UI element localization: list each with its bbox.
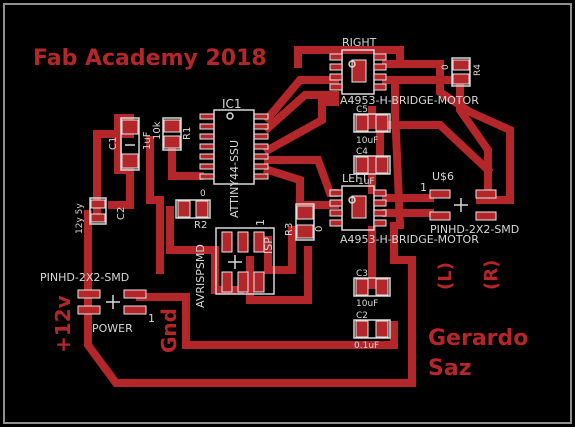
trace-left-motor-in2 xyxy=(262,164,339,209)
ic1-ref-label: IC1 xyxy=(222,97,242,111)
c4-value-label: 1uF xyxy=(358,177,375,187)
gnd-label: Gnd xyxy=(157,308,181,353)
r2-value-label: 0 xyxy=(200,189,206,199)
isp-pin1-label: 1 xyxy=(254,219,267,226)
resistor-r3: R3 0 xyxy=(284,203,325,241)
isp-header: ISP 1 AVRISPSMD xyxy=(194,219,275,308)
motor-driver-left: LEFT A4953-H-BRIDGE-MOTOR xyxy=(329,172,479,246)
board-outline xyxy=(3,3,572,424)
motor-connector-u6: U$6 1 PINHD-2X2-SMD xyxy=(420,170,519,236)
c3-value-label: 10uF xyxy=(356,299,378,309)
ic1-attiny44: IC1 ATTINY44-SSU xyxy=(199,97,269,218)
resistor-r4: R4 0 xyxy=(441,57,483,87)
trace-right-motor-in1 xyxy=(262,76,339,124)
u6-ref-label: U$6 xyxy=(432,170,454,183)
u6-value-label: PINHD-2X2-SMD xyxy=(430,223,519,236)
motor-left-value-label: A4953-H-BRIDGE-MOTOR xyxy=(340,233,479,246)
capacitor-c5: C5 10uF xyxy=(353,105,391,146)
r4-value-label: 0 xyxy=(441,64,451,70)
motor-driver-right: RIGHT A4953-H-BRIDGE-MOTOR xyxy=(329,36,479,107)
resistor-r2: 0 R2 xyxy=(175,189,211,231)
trace-right-motor-in3 xyxy=(262,98,339,156)
trace-vcc-up xyxy=(146,136,164,274)
motor-right-value-label: A4953-H-BRIDGE-MOTOR xyxy=(340,94,479,107)
trace-right-motor-in2 xyxy=(262,91,339,134)
trace-ground-loop xyxy=(84,210,416,387)
r1-value-label: 10k xyxy=(152,121,163,140)
trace-motor-right-out2 xyxy=(382,76,492,194)
ic1-pin1-marker xyxy=(226,112,234,120)
c4-ref-label: C4 xyxy=(356,147,368,157)
plus12v-label: +12v xyxy=(51,295,75,353)
trace-main-power xyxy=(136,293,398,349)
r4-ref-label: R4 xyxy=(473,64,483,76)
capacitor-c1: C1 1uF xyxy=(108,117,153,171)
r1-ref-label: R1 xyxy=(182,127,193,140)
r2-ref-label: R2 xyxy=(194,220,207,231)
power-value-label: PINHD-2X2-SMD xyxy=(40,271,129,284)
u6-pin1-label: 1 xyxy=(420,181,427,194)
isp-value-label: AVRISPSMD xyxy=(194,244,207,308)
capacitor-c3: C3 10uF xyxy=(353,269,391,309)
trace-isp-c xyxy=(246,246,312,304)
right-motor-connector-label: (R) xyxy=(481,260,502,290)
c5-value-label: 10uF xyxy=(356,136,378,146)
trace-motor-right-out xyxy=(382,60,514,204)
c1-value-label: 1uF xyxy=(142,131,153,150)
motor-right-title: RIGHT xyxy=(342,36,377,49)
isp-ref-label: ISP xyxy=(262,237,275,254)
left-motor-connector-label: (L) xyxy=(435,262,456,290)
ic1-body-outline xyxy=(213,109,255,185)
c2-right-ref-label: C2 xyxy=(356,311,368,321)
capacitor-c2-left: C2 12y 5y xyxy=(75,197,127,234)
motor-left-title: LEFT xyxy=(342,172,368,185)
author-last-name: Saz xyxy=(428,356,472,381)
trace-right-vbb xyxy=(368,106,494,176)
trace-r1 xyxy=(168,144,204,180)
c3-ref-label: C3 xyxy=(356,269,368,279)
c2-left-ref-label: C2 xyxy=(116,207,127,220)
ic1-value-label: ATTINY44-SSU xyxy=(228,140,241,218)
board-title: Fab Academy 2018 xyxy=(33,46,267,71)
resistor-r1: R1 10k xyxy=(152,117,193,151)
power-pin1-label: 1 xyxy=(148,312,155,325)
capacitor-c2-right: C2 0.1uF xyxy=(353,311,391,351)
ic1-pads-left xyxy=(199,113,215,180)
c2-right-value-label: 0.1uF xyxy=(354,341,379,351)
r3-ref-label: R3 xyxy=(284,223,295,236)
capacitor-c4: C4 1uF xyxy=(353,147,391,187)
c2-left-value-label: 12y 5y xyxy=(75,203,85,234)
power-connector: PINHD-2X2-SMD POWER 1 xyxy=(40,271,155,335)
author-first-name: Gerardo xyxy=(428,326,528,351)
r3-value-label: 0 xyxy=(314,226,325,232)
ic1-pads-right xyxy=(253,113,269,180)
c5-ref-label: C5 xyxy=(356,105,368,115)
power-ref-label: POWER xyxy=(92,322,133,335)
trace-right-ground xyxy=(391,76,405,230)
c1-ref-label: C1 xyxy=(108,137,119,150)
